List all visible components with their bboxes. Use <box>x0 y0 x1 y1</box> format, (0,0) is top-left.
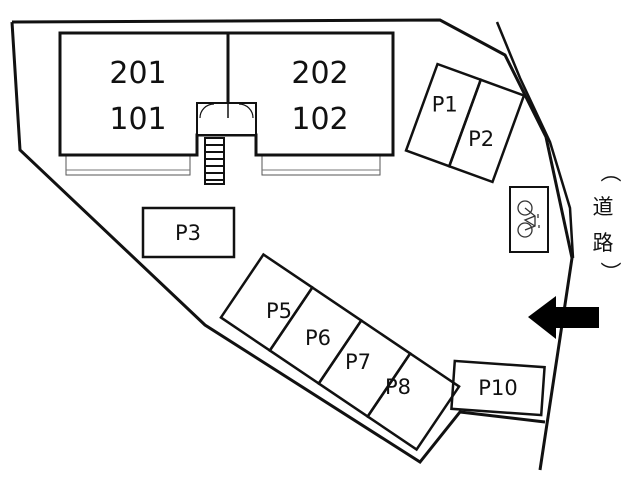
parking-p2 <box>447 78 526 184</box>
balcony-left <box>65 154 191 176</box>
parking-p3-label: P3 <box>175 221 201 245</box>
bicycle-icon <box>517 200 540 238</box>
balcony-right <box>261 154 381 176</box>
road-char-1: 道 <box>593 195 614 219</box>
road-paren-close: ） <box>598 262 622 283</box>
parking-p1-label: P1 <box>432 92 458 116</box>
parking-p6-label: P6 <box>305 326 331 350</box>
parking-p3 <box>141 206 236 259</box>
lot-boundary <box>10 18 574 471</box>
parking-p8 <box>365 351 461 452</box>
parking-p7-label: P7 <box>345 350 371 374</box>
arrow-left-icon <box>528 296 599 339</box>
apartment-building: 201 101 202 102 <box>58 31 395 185</box>
unit-201-label: 201 <box>109 56 166 91</box>
bicycle-parking <box>509 186 549 253</box>
road-edge <box>495 21 575 259</box>
unit-102-label: 102 <box>291 102 348 137</box>
parking-p2-label: P2 <box>468 127 494 151</box>
parking-p1-p2: P1 P2 <box>404 62 526 184</box>
road-paren-open: （ <box>598 162 622 183</box>
entrance-hall <box>196 102 257 136</box>
parking-p10-label: P10 <box>478 376 517 400</box>
parking-p8-label: P8 <box>385 375 411 399</box>
parking-p10 <box>450 359 546 417</box>
door-right-icon <box>238 103 254 119</box>
unit-202-label: 202 <box>291 56 348 91</box>
parking-p5-p8 <box>219 252 461 452</box>
door-left-icon <box>199 103 215 119</box>
unit-101-label: 101 <box>109 102 166 137</box>
parking-p5-label: P5 <box>266 299 292 323</box>
road-char-2: 路 <box>593 231 614 255</box>
stairs <box>204 137 225 185</box>
